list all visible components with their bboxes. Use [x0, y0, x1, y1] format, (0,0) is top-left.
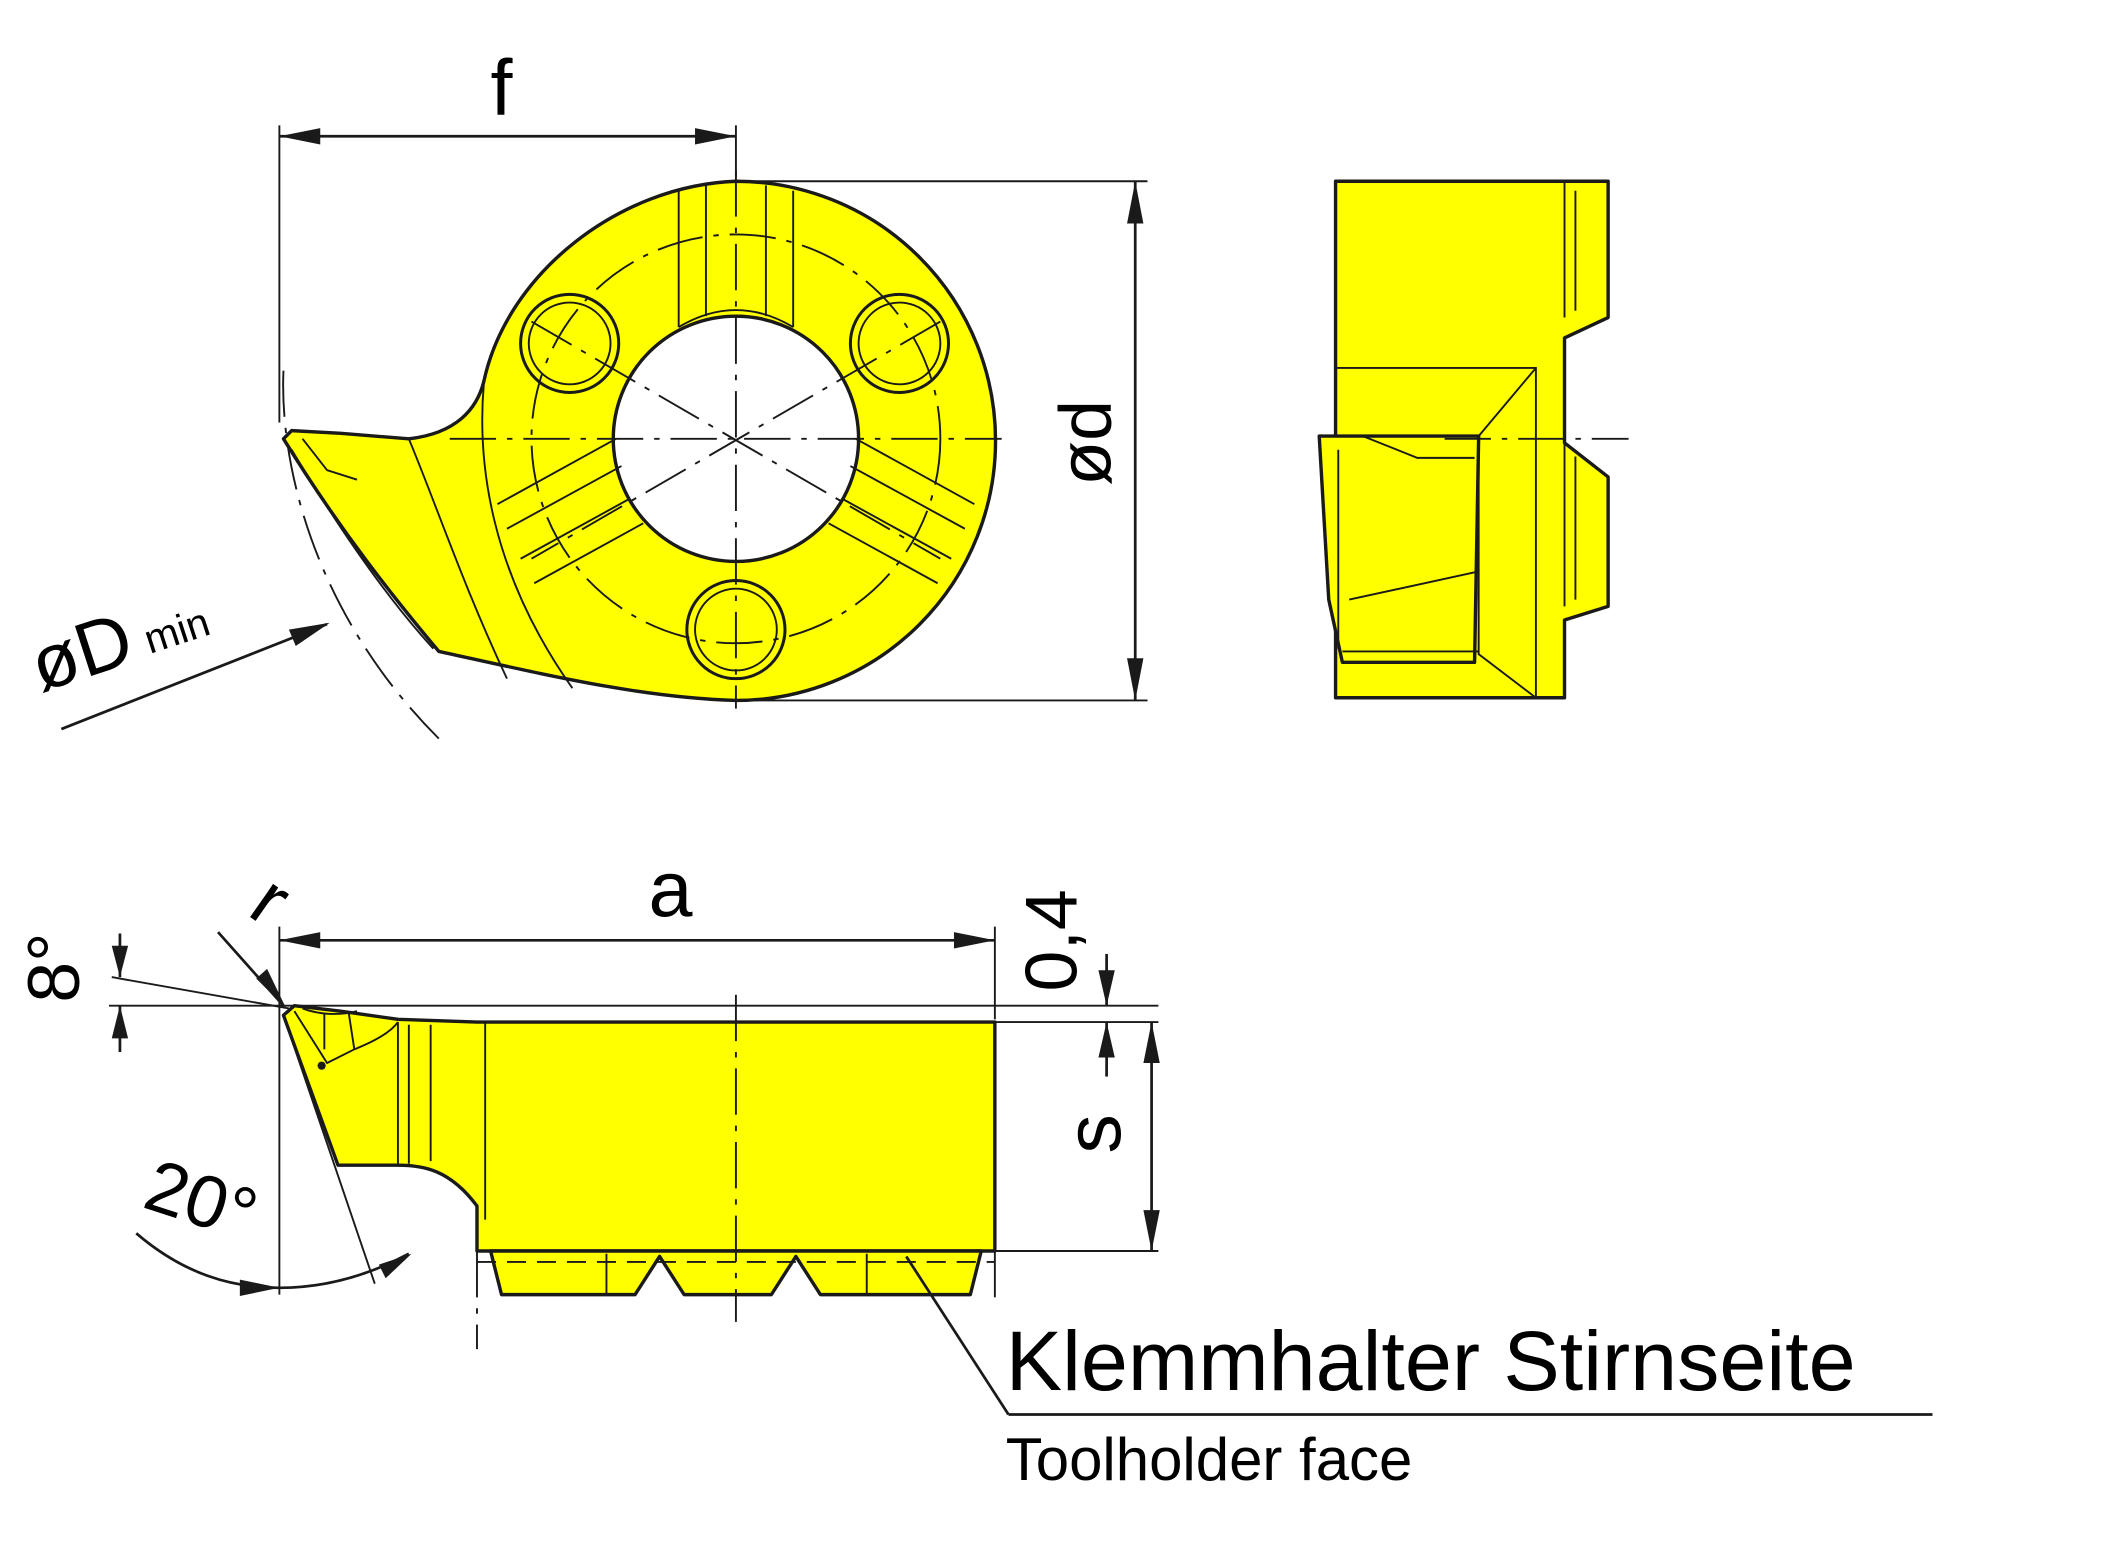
dimension-s: s [1048, 1022, 1160, 1252]
dimension-0-4: 0,4 [1010, 889, 1115, 1077]
screw-hole-right [848, 292, 951, 394]
dimension-f: f [278, 42, 737, 423]
d-min-arc [282, 370, 440, 740]
groove-lower-left [496, 437, 644, 585]
label-s: s [1048, 1114, 1137, 1154]
label-20-deg: 20° [136, 1143, 267, 1256]
callout-title: Klemmhalter Stirnseite [1006, 1314, 1856, 1408]
side-view-tooth [1317, 434, 1481, 665]
label-8-deg: 8° [12, 932, 95, 1002]
dimension-r: r [217, 858, 306, 1009]
toolholder-callout: Klemmhalter Stirnseite Toolholder face [905, 1255, 1933, 1493]
front-view-body [281, 1004, 997, 1253]
label-d: ød [1044, 400, 1127, 486]
front-view [281, 994, 997, 1350]
label-0-4: 0,4 [1010, 889, 1093, 991]
side-view [1317, 179, 1629, 700]
callout-subtitle: Toolholder face [1006, 1426, 1413, 1493]
screw-hole-left [519, 292, 621, 394]
label-d-min: øDmin [20, 572, 219, 709]
label-a: a [649, 844, 693, 933]
dimension-a: a [278, 844, 996, 1295]
label-r: r [236, 858, 306, 942]
dimension-8-deg: 8° [12, 932, 290, 1053]
groove-top [677, 185, 795, 328]
tooth-edges [290, 384, 574, 689]
top-view [281, 170, 1002, 740]
groove-lower-right [828, 437, 975, 585]
dimension-d: ød [742, 180, 1148, 702]
label-f: f [491, 42, 514, 131]
dimension-d-min: øDmin [20, 572, 330, 731]
